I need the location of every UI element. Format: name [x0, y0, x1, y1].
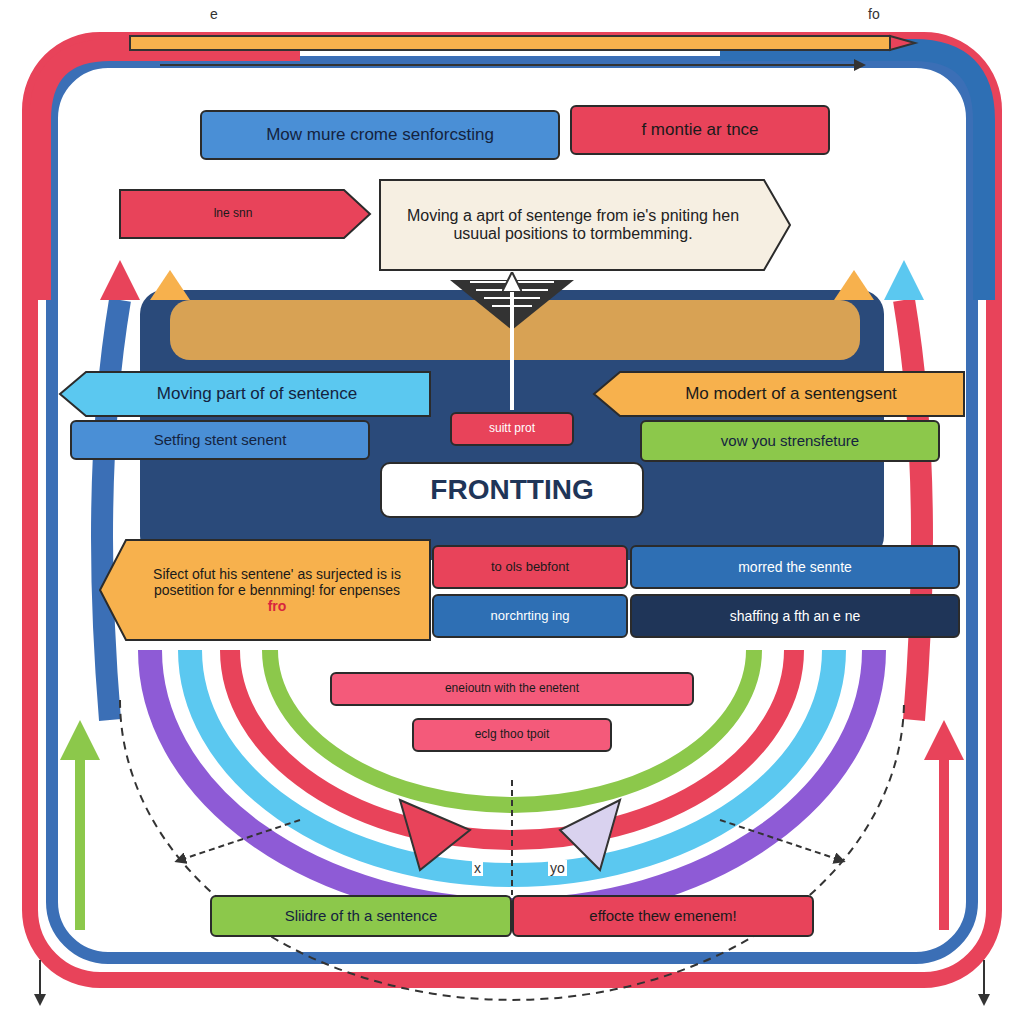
corner-label: yo [548, 860, 567, 876]
node-text: suitt prot [489, 422, 535, 436]
node-text: to ols bebfont [491, 560, 569, 575]
arrow-banner: lne snn [120, 190, 370, 238]
node-text: Moving a aprt of sentenge from ie's pnit… [390, 207, 756, 244]
arrow-shape [60, 372, 430, 416]
arrow-shape [100, 540, 430, 640]
node-text: Setfing stent senent [154, 431, 287, 448]
node-text: shaffing a fth an e ne [730, 608, 861, 624]
arrow-banner: Mo modert of a sentengsent [594, 372, 964, 416]
corner-label: e [208, 6, 220, 22]
bottom-band: Sliidre of th a sentence [210, 895, 512, 937]
text-band: to ols bebfont [432, 545, 628, 589]
title-band: f montie ar tnce [570, 105, 830, 155]
node-subtext: fro [268, 598, 287, 614]
node-text: vow you strensfeture [721, 432, 859, 449]
arrow-shape [380, 180, 790, 270]
corner-label: fo [866, 6, 882, 22]
node-text: Moving part of of sentence [157, 384, 357, 404]
text-band: vow you strensfeture [640, 420, 940, 462]
node-text: effocte thew emenem! [589, 907, 736, 924]
node-text: eneioutn with the enetent [445, 682, 579, 696]
arrow-banner: Sifect ofut his sentene' as surjected is… [100, 540, 430, 640]
small-tag: suitt prot [450, 412, 574, 446]
node-text: Mo modert of a sentengsent [685, 384, 897, 404]
node-text: eclg thoo tpoit [475, 728, 550, 742]
text-band: eneioutn with the enetent [330, 672, 694, 706]
text-band: norchrting ing [432, 594, 628, 638]
node-text: lne snn [214, 207, 253, 221]
bottom-band: effocte thew emenem! [512, 895, 814, 937]
text-band: shaffing a fth an e ne [630, 594, 960, 638]
node-text: FRONTTING [430, 474, 593, 506]
text-band: morred the sennte [630, 545, 960, 589]
node-text: norchrting ing [491, 609, 570, 624]
node-text: morred the sennte [738, 559, 852, 575]
definition-box: Moving a aprt of sentenge from ie's pnit… [380, 180, 790, 270]
text-band: eclg thoo tpoit [412, 718, 612, 752]
node-text: Mow mure crome senforcsting [266, 125, 494, 145]
connector-arrow [510, 274, 514, 410]
corner-label: x [472, 860, 483, 876]
title-band: Mow mure crome senforcsting [200, 110, 560, 160]
arrow-banner: Moving part of of sentence [60, 372, 430, 416]
node-text: Sifect ofut his sentene' as surjected is… [134, 566, 420, 598]
arrow-shape [120, 190, 370, 238]
text-band: Setfing stent senent [70, 420, 370, 460]
node-text: Sliidre of th a sentence [285, 907, 438, 924]
node-text: f montie ar tnce [641, 120, 758, 140]
central-title: FRONTTING [380, 462, 644, 518]
arrow-shape [594, 372, 964, 416]
